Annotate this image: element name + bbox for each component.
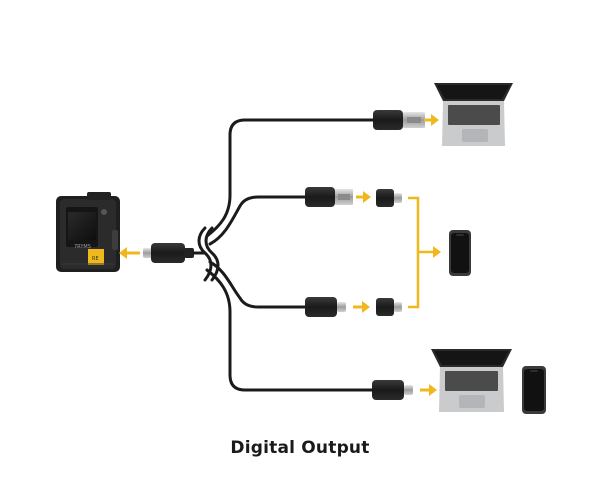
smartphone-bottom — [522, 366, 546, 414]
cable-bundle — [192, 118, 377, 392]
recorder-device: 7RYMS RE — [56, 192, 120, 272]
usb-a-plug-upper — [305, 187, 353, 207]
arrow-icon-upper-lightning — [356, 191, 371, 203]
laptop-bottom — [431, 349, 512, 412]
device-badge-label: RE — [92, 256, 99, 262]
cable-to-top-laptop — [205, 118, 377, 238]
arrow-icon-top-laptop — [424, 114, 439, 126]
arrow-icon-lower-lightning — [353, 301, 370, 313]
lightning-adapter-upper — [376, 189, 402, 207]
cable-lower-usb-c — [208, 260, 308, 309]
diagram-caption: Digital Output — [230, 438, 370, 458]
cable-to-bottom-laptop — [205, 268, 375, 392]
lightning-adapter-lower — [376, 298, 402, 316]
usb-c-plug-main — [143, 243, 194, 263]
arrow-icon-phone — [433, 246, 441, 258]
arrow-icon-bottom-laptop — [420, 384, 437, 396]
device-brand-mark: 7RYMS — [74, 244, 91, 250]
cable-upper-usb-a — [208, 195, 308, 246]
smartphone-middle — [449, 230, 471, 276]
bracket-to-phone — [408, 196, 434, 309]
usb-a-plug-top — [373, 110, 425, 130]
arrow-icon-to-device — [119, 247, 140, 259]
usb-c-plug-lower — [305, 297, 346, 317]
usb-c-plug-bottom — [372, 380, 413, 400]
laptop-top — [434, 83, 513, 146]
device-badge — [88, 249, 104, 265]
